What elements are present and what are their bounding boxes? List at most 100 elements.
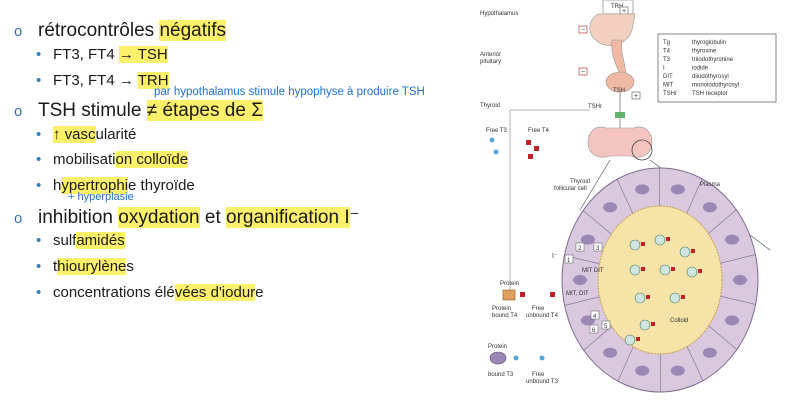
nucleus: [573, 275, 587, 285]
nucleus: [580, 234, 595, 245]
nucleus: [725, 315, 740, 326]
legend-key: Tg: [663, 40, 670, 46]
cell-border: [708, 325, 738, 350]
sub-bullet-text: FT3, FT4 →: [53, 72, 138, 89]
protein-label: Protein: [500, 281, 519, 287]
cell-border: [617, 346, 634, 382]
sub-bullet-text: ↑ vasc: [53, 126, 96, 143]
legend-key: T3: [663, 57, 671, 63]
sub-bullet-text: vées d'iodur: [174, 284, 256, 301]
t4-marker: [666, 237, 670, 241]
step-box: [590, 310, 600, 320]
mit-dit-label-2: MIT, DIT: [566, 291, 589, 297]
tg-circle: [659, 264, 671, 276]
thyroid-label: Thyroid: [480, 103, 500, 109]
t4-square-3: [528, 154, 533, 159]
t4-marker: [671, 267, 675, 271]
step-number: 2: [578, 246, 582, 252]
cell-border: [564, 296, 600, 306]
t4-marker: [636, 337, 640, 341]
zoom-line-1: [579, 159, 611, 211]
bullet-text: inhibition: [38, 207, 119, 228]
t4-marker: [641, 267, 645, 271]
tsh-label: TSH: [613, 88, 625, 94]
bullet-text: TSH stimule: [38, 100, 147, 121]
legend-key: I: [663, 66, 665, 72]
nucleus: [670, 365, 685, 376]
step-box: [575, 242, 585, 252]
legend-key: TSHr: [663, 91, 677, 97]
iodide-label: I⁻: [552, 253, 558, 260]
sub-bullet-2-3: •hypertrophie thyroïde: [36, 177, 195, 194]
sub-bullet-text: ularité: [95, 126, 137, 143]
nucleus: [635, 184, 650, 195]
tg-circle: [686, 266, 698, 278]
tg-circle: [639, 319, 651, 331]
bound-t4-label: bound T4: [492, 313, 518, 319]
sub-bullet-text: FT3, FT4: [53, 46, 119, 63]
sub-bullet-text: concentrations élé: [53, 284, 175, 301]
plus-sign-mid: +: [634, 93, 638, 100]
bullet-marker: o: [14, 103, 23, 120]
colloid-label: Colloid: [670, 318, 688, 324]
legend-key: MIT: [663, 83, 674, 89]
sub-bullet-text: t: [53, 258, 58, 275]
thyroid-follicular-label: Thyroid: [570, 179, 590, 185]
legend-value: thyroxine: [692, 49, 717, 55]
minus-sign-1: −: [581, 27, 585, 34]
nucleus: [635, 365, 650, 376]
nucleus: [733, 275, 747, 285]
legend-value: iodide: [692, 66, 709, 72]
t3-free-dot: [539, 355, 545, 361]
t4-marker: [651, 322, 655, 326]
sub-bullet-text: h: [53, 177, 62, 194]
unbound-t4-label: unbound T4: [526, 313, 559, 319]
anterior-label: Anterior: [480, 52, 501, 58]
sub-bullet-3-1: •sulfamidés: [36, 232, 125, 249]
step-box: [564, 254, 574, 264]
bullet-text: oxydation: [118, 207, 200, 228]
sub-bullet-marker: •: [36, 151, 42, 168]
t4-bound-square: [520, 292, 525, 297]
nucleus: [702, 202, 717, 213]
legend-box: [657, 33, 777, 103]
cell-border: [720, 295, 756, 305]
legend-value: diiodothyrosyl: [692, 74, 729, 80]
hypothalamus-label: Hypothalamus: [480, 11, 518, 17]
tg-circle: [669, 292, 681, 304]
sub-bullet-marker: •: [36, 126, 42, 143]
sub-bullet-marker: •: [36, 72, 42, 89]
t4-square-2: [534, 146, 539, 151]
cell-border: [708, 209, 737, 234]
sub-bullet-text: ypertrophi: [61, 177, 129, 194]
thyroid-gland: [587, 126, 653, 158]
t3-dot-2: [493, 149, 499, 155]
sub-bullet-2-2: •mobilisation colloïde: [36, 151, 189, 168]
cell-border: [616, 179, 634, 214]
sub-bullet-text: e: [255, 284, 264, 301]
nucleus: [603, 202, 618, 213]
step-number: 3: [596, 246, 600, 252]
nucleus: [725, 234, 740, 245]
sub-bullet-2-1: • ↑ vascularité: [36, 126, 136, 143]
trh-note: par hypothalamus stimule hypophyse à pro…: [154, 86, 425, 98]
bullet-text: et: [199, 207, 227, 228]
zoom-circle: [631, 139, 653, 161]
t4-marker: [646, 295, 650, 299]
step-box: [589, 324, 599, 334]
bullet-text: négatifs: [159, 20, 226, 41]
step-box: [593, 242, 603, 252]
sub-bullet-text: mobilisati: [53, 151, 116, 168]
cell-nuclei: [564, 167, 756, 393]
mit-dit-label: MIT DIT: [582, 268, 604, 274]
sub-bullet-marker: •: [36, 232, 42, 249]
sub-bullet-text: → TSH: [118, 46, 168, 63]
legend-value: TSH receptor: [692, 91, 728, 97]
legend-value: thyroglobulin: [692, 40, 726, 46]
minus-sign-2: −: [581, 69, 585, 76]
plus-box-mid: [631, 91, 641, 100]
sub-bullet-text: hiourylène: [57, 258, 127, 275]
